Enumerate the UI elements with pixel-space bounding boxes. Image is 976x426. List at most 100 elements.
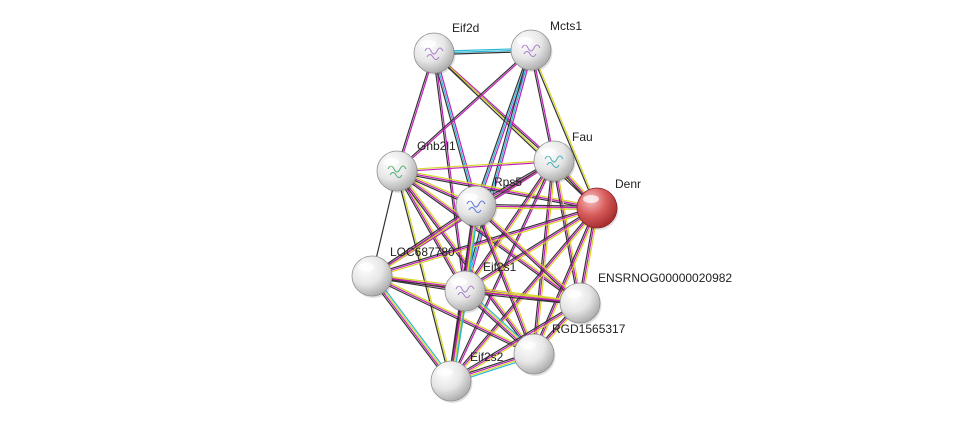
node-loc687780[interactable]: LOC687780 bbox=[351, 245, 455, 298]
edge-loc687780-rgd1565317 bbox=[371, 274, 535, 356]
node-rgd1565317[interactable]: RGD1565317 bbox=[513, 322, 626, 376]
edge-denr-loc687780 bbox=[371, 205, 598, 279]
edge-line-black bbox=[395, 171, 451, 382]
edge-line-yellow bbox=[397, 168, 598, 208]
edge-mcts1-gnb2l1 bbox=[396, 48, 532, 173]
edge-rps5-loc687780 bbox=[370, 204, 478, 278]
node-highlight bbox=[517, 37, 533, 45]
edge-fau-ensrnog bbox=[551, 160, 583, 304]
node-sphere[interactable] bbox=[376, 150, 418, 192]
node-label-ensrnog: ENSRNOG00000020982 bbox=[598, 271, 732, 285]
edge-line-magenta bbox=[434, 51, 555, 161]
edge-line-black bbox=[369, 277, 450, 383]
node-highlight bbox=[462, 193, 478, 201]
edge-eif2d-gnb2l1 bbox=[395, 52, 436, 172]
edge-line-yellow bbox=[397, 170, 453, 381]
node-highlight bbox=[358, 263, 374, 271]
node-rps5[interactable]: Rps5 bbox=[455, 175, 522, 228]
node-eif2s1[interactable]: Eif2s1 bbox=[444, 260, 517, 313]
edge-line-magenta bbox=[434, 52, 479, 206]
node-label-rps5: Rps5 bbox=[494, 175, 522, 189]
edge-line-magenta bbox=[371, 207, 598, 277]
edge-line-yellow bbox=[372, 274, 535, 354]
edge-line-magenta bbox=[396, 170, 466, 292]
node-sphere[interactable] bbox=[576, 187, 618, 229]
node-sphere[interactable] bbox=[513, 333, 555, 375]
node-label-loc687780: LOC687780 bbox=[390, 245, 455, 259]
edge-line-magenta bbox=[464, 207, 598, 292]
node-highlight bbox=[420, 40, 436, 48]
node-sphere[interactable] bbox=[430, 360, 472, 402]
edge-line-black bbox=[449, 301, 580, 381]
node-sphere[interactable] bbox=[444, 270, 486, 312]
edge-line-black bbox=[433, 53, 597, 210]
edge-line-magenta bbox=[371, 205, 477, 277]
edge-line-magenta bbox=[397, 161, 555, 173]
node-ensrnog[interactable]: ENSRNOG00000020982 bbox=[559, 271, 732, 325]
edge-line-magenta bbox=[464, 160, 555, 292]
edge-line-black bbox=[395, 52, 434, 171]
node-sphere[interactable] bbox=[455, 185, 497, 227]
edge-line-black bbox=[395, 171, 465, 293]
edge-line-black bbox=[531, 207, 597, 354]
edge-line-magenta bbox=[370, 276, 451, 382]
edge-line-black bbox=[371, 205, 597, 276]
edge-rps5-ensrnog bbox=[474, 204, 582, 305]
node-eif2d[interactable]: Eif2d bbox=[413, 21, 479, 75]
edge-line-black bbox=[529, 50, 597, 209]
edge-line-cyan bbox=[373, 274, 454, 380]
edge-line-magenta bbox=[533, 207, 598, 355]
edge-mcts1-eif2s1 bbox=[462, 49, 534, 292]
edge-line-yellow bbox=[451, 303, 582, 383]
edge-mcts1-denr bbox=[529, 49, 599, 209]
edge-line-magenta bbox=[371, 275, 535, 355]
node-label-rgd1565317: RGD1565317 bbox=[552, 322, 626, 336]
node-highlight bbox=[383, 158, 399, 166]
edge-line-black bbox=[473, 206, 534, 355]
node-highlight bbox=[520, 341, 536, 349]
edge-line-black bbox=[551, 161, 580, 304]
edge-line-yellow bbox=[372, 275, 453, 381]
edge-line-black bbox=[371, 276, 534, 356]
node-label-eif2s2: Eif2s2 bbox=[470, 350, 504, 364]
edge-denr-rgd1565317 bbox=[531, 207, 600, 355]
node-eif2s2[interactable]: Eif2s2 bbox=[430, 350, 504, 403]
node-fau[interactable]: Fau bbox=[533, 130, 593, 183]
edge-line-yellow bbox=[396, 159, 554, 171]
node-label-gnb2l1: Gnb2l1 bbox=[417, 139, 456, 153]
edge-line-yellow bbox=[465, 208, 599, 293]
edge-line-cyan bbox=[433, 52, 477, 207]
node-mcts1[interactable]: Mcts1 bbox=[510, 19, 582, 72]
edge-line-magenta bbox=[397, 50, 532, 173]
node-sphere[interactable] bbox=[533, 140, 575, 182]
edge-line-yellow bbox=[534, 208, 600, 355]
node-highlight bbox=[451, 278, 467, 286]
edge-line-black bbox=[431, 53, 476, 207]
node-gnb2l1[interactable]: Gnb2l1 bbox=[376, 139, 456, 193]
node-denr[interactable]: Denr bbox=[576, 177, 641, 230]
node-highlight bbox=[437, 368, 453, 376]
edge-line-yellow bbox=[476, 204, 582, 303]
edge-line-yellow bbox=[372, 208, 598, 279]
edge-line-black bbox=[473, 49, 531, 206]
edge-line-black bbox=[370, 204, 476, 276]
edge-fau-rgd1565317 bbox=[531, 160, 557, 355]
edge-line-black bbox=[396, 48, 531, 171]
edge-line-black bbox=[463, 159, 554, 291]
node-sphere[interactable] bbox=[559, 282, 601, 324]
node-sphere[interactable] bbox=[351, 255, 393, 297]
edge-line-yellow bbox=[554, 160, 583, 303]
node-sphere[interactable] bbox=[413, 32, 455, 74]
edge-line-magenta bbox=[533, 160, 555, 355]
edge-line-cyan bbox=[464, 49, 532, 292]
edge-line-black bbox=[474, 206, 580, 305]
edge-line-magenta bbox=[475, 205, 581, 304]
node-label-denr: Denr bbox=[615, 177, 641, 191]
node-sphere[interactable] bbox=[510, 29, 552, 71]
edge-line-black bbox=[395, 171, 534, 356]
node-highlight bbox=[540, 148, 556, 156]
edge-gnb2l1-fau bbox=[396, 159, 555, 173]
edge-denr-eif2s1 bbox=[463, 206, 599, 293]
edge-line-magenta bbox=[465, 50, 534, 292]
